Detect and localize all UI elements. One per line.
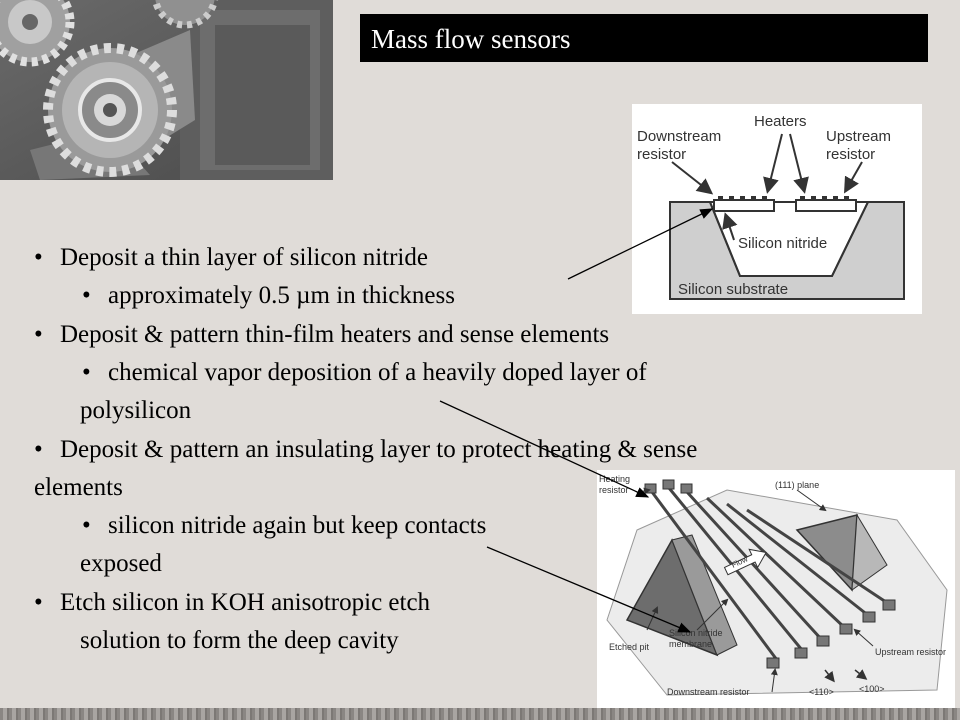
pointer-arrow-nitride xyxy=(567,208,714,280)
slide-title: Mass flow sensors xyxy=(360,14,928,62)
bullet-dot: • xyxy=(82,282,91,309)
bullet-dot: • xyxy=(82,512,91,539)
pointer-arrow-cavity xyxy=(486,546,692,633)
bullet-item: • Deposit a thin layer of silicon nitrid… xyxy=(34,243,428,273)
flow-arrow-icon xyxy=(723,548,767,576)
bullet-text: approximately 0.5 µm in thickness xyxy=(108,282,455,309)
label-silicon-nitride: Silicon nitride xyxy=(738,235,827,252)
upstream-heater-block xyxy=(795,196,857,212)
pointer-arrow-polysilicon xyxy=(439,400,650,498)
bottom-decorative-strip xyxy=(0,708,960,720)
bullet-dot: • xyxy=(34,244,43,271)
label-downstream-resistor: resistor xyxy=(637,146,686,163)
label-heaters: Heaters xyxy=(754,113,807,130)
bullet-text: chemical vapor deposition of a heavily d… xyxy=(108,359,647,386)
bullet-dot: • xyxy=(34,589,43,616)
label-silicon-substrate: Silicon substrate xyxy=(678,281,788,298)
label-heating-resistor: resistor xyxy=(599,485,629,495)
bullet-item: • Deposit & pattern an insulating layer … xyxy=(34,435,698,465)
bullet-dot: • xyxy=(34,436,43,463)
bullet-continuation: polysilicon xyxy=(80,397,192,424)
bullet-dot: • xyxy=(34,321,43,348)
gear-large-icon xyxy=(43,43,177,177)
label-heating: Heating xyxy=(599,474,630,484)
label-upstream-resistor: resistor xyxy=(826,146,875,163)
contact-pads xyxy=(644,479,896,669)
label-upstream-resistor: Upstream resistor xyxy=(875,647,946,657)
label-downstream: Downstream xyxy=(637,128,721,145)
bullet-text: Etch silicon in KOH anisotropic etch xyxy=(60,589,431,616)
bullet-text: silicon nitride again but keep contacts xyxy=(108,512,487,539)
gear-edge-icon xyxy=(151,0,219,29)
bullet-continuation: exposed xyxy=(80,550,162,577)
label-etched-pit: Etched pit xyxy=(609,642,650,652)
resistor-traces xyxy=(650,487,890,661)
bullet-item: • Etch silicon in KOH anisotropic etch xyxy=(34,588,431,618)
label-upstream: Upstream xyxy=(826,128,891,145)
bullet-text: Deposit & pattern thin-film heaters and … xyxy=(60,321,610,348)
sub-bullet-item: • silicon nitride again but keep contact… xyxy=(82,511,487,541)
bullet-dot: • xyxy=(82,359,91,386)
label-downstream-resistor: Downstream resistor xyxy=(667,687,750,697)
sub-bullet-item: • chemical vapor deposition of a heavily… xyxy=(82,358,647,388)
micro-gear-photo xyxy=(0,0,333,180)
sensor-3d-diagram: Heating resistor (111) plane Flow Etched… xyxy=(597,470,955,715)
label-100: <100> xyxy=(859,684,885,694)
bullet-text: Deposit & pattern an insulating layer to… xyxy=(60,436,698,463)
bullet-continuation: solution to form the deep cavity xyxy=(80,627,399,654)
label-nitride-membrane-1: Silicon nitride xyxy=(669,628,723,638)
label-nitride-membrane-2: membrane xyxy=(669,639,712,649)
bullet-item: • Deposit & pattern thin-film heaters an… xyxy=(34,320,610,350)
label-110: <110> xyxy=(809,687,834,697)
bullet-text: Deposit a thin layer of silicon nitride xyxy=(60,244,428,271)
sub-bullet-item: • approximately 0.5 µm in thickness xyxy=(82,281,455,311)
downstream-heater-block xyxy=(713,196,775,212)
label-111-plane: (111) plane xyxy=(775,480,819,490)
gear-small-icon xyxy=(0,0,75,67)
bullet-continuation: elements xyxy=(34,474,123,501)
cross-section-diagram: Heaters Downstream resistor Upstream res… xyxy=(632,104,922,314)
